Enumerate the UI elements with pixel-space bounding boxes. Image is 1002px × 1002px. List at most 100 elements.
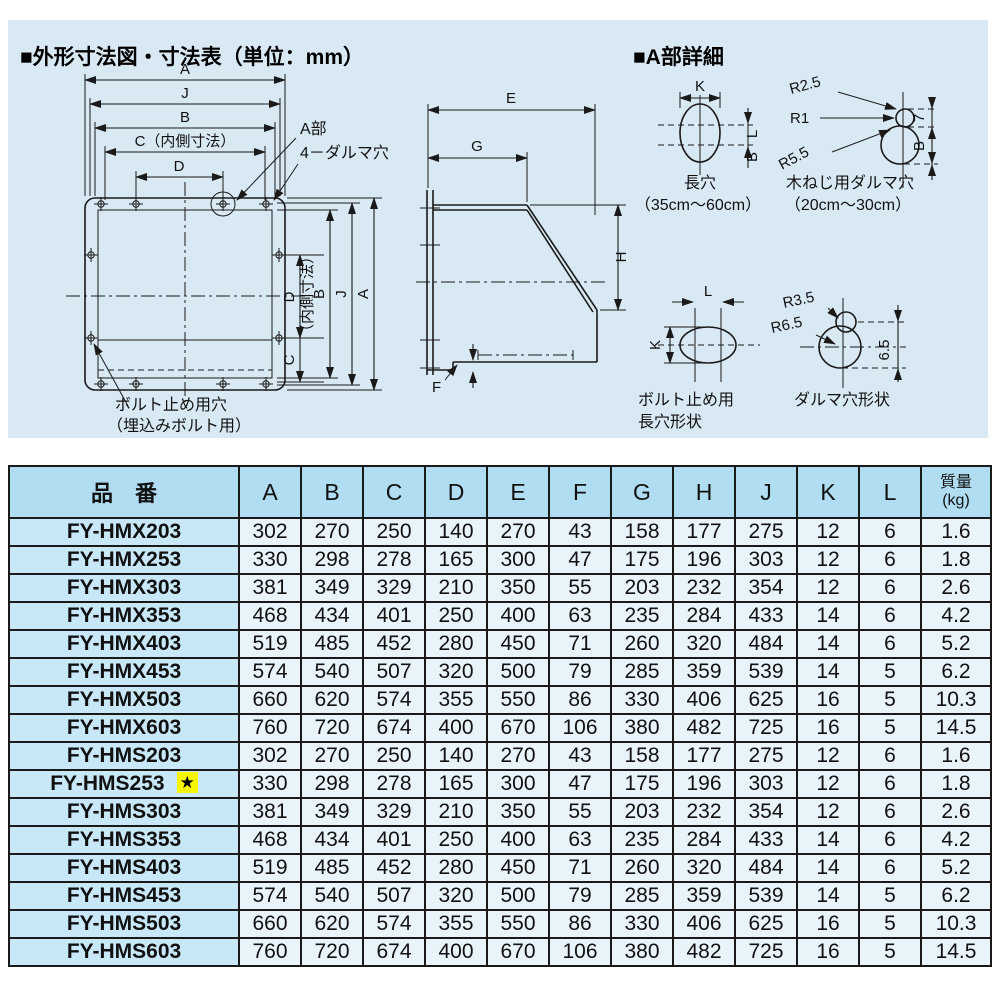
dim-label-b-slot: B <box>744 152 761 162</box>
value-cell: 484 <box>734 629 798 659</box>
model-cell: FY-HMX253 <box>8 545 240 575</box>
value-cell: 140 <box>424 741 488 771</box>
value-cell: 5 <box>858 881 922 911</box>
bolt-slot-label-1: ボルト止め用 <box>638 391 734 409</box>
long-hole-range: （35cm～60cm） <box>635 196 761 214</box>
model-cell: FY-HMX503 <box>8 685 240 715</box>
value-cell: 539 <box>734 881 798 911</box>
value-cell: 6.2 <box>920 657 992 687</box>
value-cell: 359 <box>672 657 736 687</box>
value-cell: 285 <box>610 657 674 687</box>
value-cell: 196 <box>672 769 736 799</box>
model-cell: FY-HMX303 <box>8 573 240 603</box>
value-cell: 1.6 <box>920 517 992 547</box>
value-cell: 380 <box>610 713 674 743</box>
value-cell: 280 <box>424 629 488 659</box>
value-cell: 10.3 <box>920 909 992 939</box>
model-number: FY-HMX203 <box>66 520 182 543</box>
value-cell: 320 <box>672 629 736 659</box>
value-cell: 71 <box>548 853 612 883</box>
value-cell: 539 <box>734 657 798 687</box>
value-cell: 6 <box>858 769 922 799</box>
col-header-E: E <box>486 465 550 519</box>
col-header-L: L <box>858 465 922 519</box>
value-cell: 359 <box>672 881 736 911</box>
value-cell: 401 <box>362 601 426 631</box>
dim-label-c-side: C <box>281 354 298 365</box>
front-top-dimensions: A J B C（内側寸法） D <box>84 61 286 200</box>
value-cell: 625 <box>734 685 798 715</box>
value-cell: 12 <box>796 517 860 547</box>
value-cell: 250 <box>424 601 488 631</box>
value-cell: 6 <box>858 629 922 659</box>
value-cell: 280 <box>424 853 488 883</box>
value-cell: 1.8 <box>920 769 992 799</box>
value-cell: 354 <box>734 573 798 603</box>
value-cell: 10.3 <box>920 685 992 715</box>
value-cell: 381 <box>238 797 302 827</box>
model-number: FY-HMS353 <box>66 828 182 851</box>
value-cell: 450 <box>486 853 550 883</box>
model-cell: FY-HMX403 <box>8 629 240 659</box>
model-cell: FY-HMS403 <box>8 853 240 883</box>
value-cell: 278 <box>362 545 426 575</box>
value-cell: 165 <box>424 769 488 799</box>
radius-label-r35: R3.5 <box>781 289 816 312</box>
value-cell: 210 <box>424 797 488 827</box>
star-highlight: ★ <box>176 772 198 793</box>
value-cell: 433 <box>734 825 798 855</box>
value-cell: 260 <box>610 853 674 883</box>
detail-long-hole: K L B 長穴 （35cm～60cm） <box>635 78 761 214</box>
value-cell: 380 <box>610 937 674 967</box>
value-cell: 298 <box>300 769 364 799</box>
value-cell: 55 <box>548 573 612 603</box>
dim-label-d-side: D <box>281 291 298 302</box>
dim-label-b-daruma: B <box>911 141 928 151</box>
value-cell: 400 <box>486 825 550 855</box>
value-cell: 725 <box>734 713 798 743</box>
value-cell: 330 <box>238 769 302 799</box>
value-cell: 303 <box>734 769 798 799</box>
value-cell: 86 <box>548 909 612 939</box>
value-cell: 270 <box>486 741 550 771</box>
value-cell: 12 <box>796 545 860 575</box>
dim-label-b: B <box>180 109 190 126</box>
value-cell: 355 <box>424 685 488 715</box>
long-hole-label: 長穴 <box>684 174 716 192</box>
value-cell: 625 <box>734 909 798 939</box>
detail-bolt-slot: L K ボルト止め用 長穴形状 <box>638 283 760 431</box>
value-cell: 235 <box>610 825 674 855</box>
col-header-H: H <box>672 465 736 519</box>
value-cell: 55 <box>548 797 612 827</box>
col-header-J: J <box>734 465 798 519</box>
value-cell: 484 <box>734 853 798 883</box>
value-cell: 320 <box>672 853 736 883</box>
value-cell: 6 <box>858 797 922 827</box>
value-cell: 434 <box>300 601 364 631</box>
value-cell: 79 <box>548 657 612 687</box>
model-number: FY-HMS603 <box>66 940 182 963</box>
page-title: ■外形寸法図・寸法表（単位：mm） <box>20 46 365 69</box>
value-cell: 106 <box>548 713 612 743</box>
value-cell: 232 <box>672 797 736 827</box>
value-cell: 284 <box>672 825 736 855</box>
bolt-slot-label-2: 長穴形状 <box>638 413 702 431</box>
value-cell: 5 <box>858 937 922 967</box>
value-cell: 203 <box>610 797 674 827</box>
dim-label-b-side: B <box>311 289 328 299</box>
value-cell: 5 <box>858 713 922 743</box>
model-number: FY-HMX503 <box>66 688 182 711</box>
dim-label-j: J <box>181 85 189 102</box>
model-cell: FY-HMS203 <box>8 741 240 771</box>
technical-drawing: A J B C（内側寸法） D A部 4－ダルマ穴 <box>66 61 938 435</box>
